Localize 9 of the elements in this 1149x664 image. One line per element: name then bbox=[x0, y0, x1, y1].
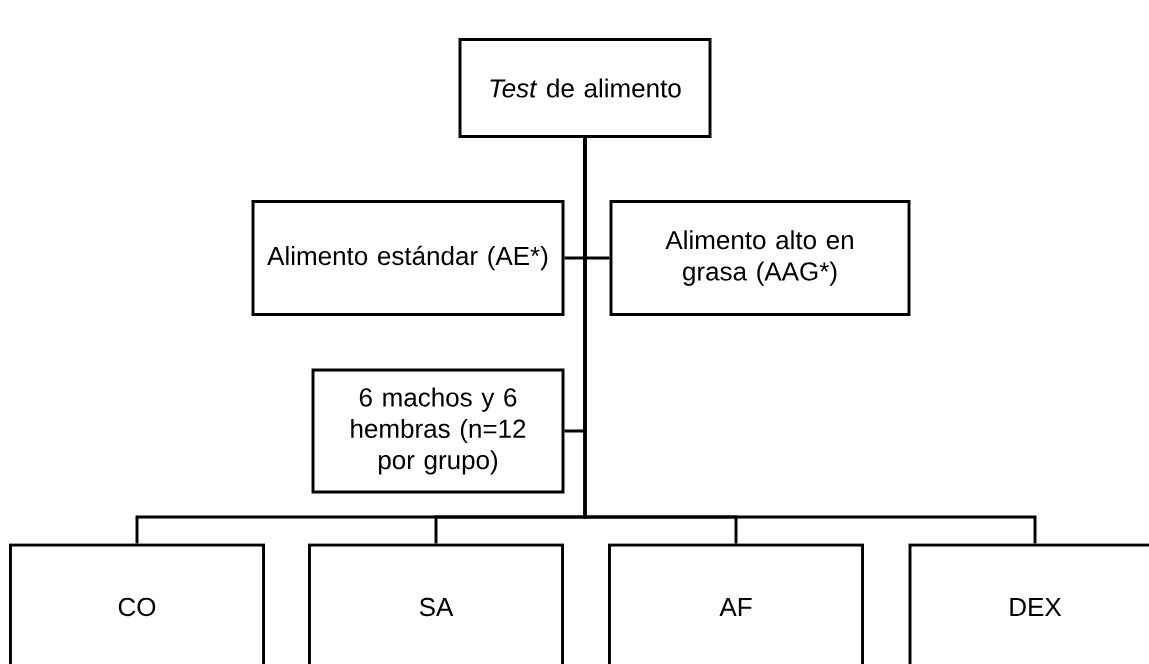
box: 6 machos y 6 hembras (n=12 por grupo) bbox=[311, 368, 565, 494]
box: CO bbox=[9, 543, 265, 664]
box: SA bbox=[308, 543, 564, 664]
box: Test de alimento bbox=[458, 38, 712, 138]
box: DEX bbox=[908, 543, 1149, 664]
connector-line bbox=[583, 138, 1037, 544]
box: AF bbox=[608, 543, 864, 664]
box: Alimento alto en grasa (AAG*) bbox=[609, 200, 911, 316]
box: Alimento estándar (AE*) bbox=[251, 200, 565, 316]
